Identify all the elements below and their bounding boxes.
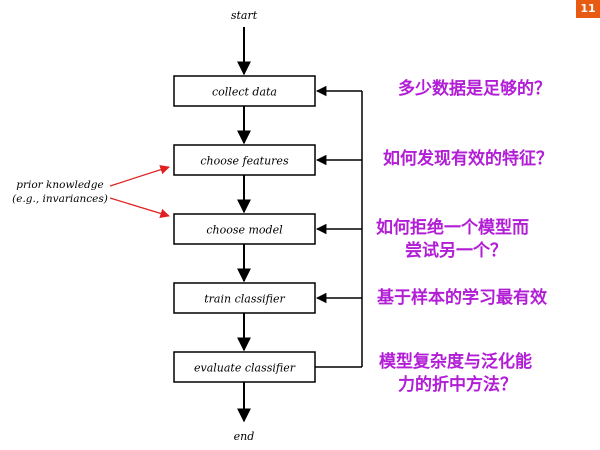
question-features: 如何发现有效的特征？ — [383, 148, 553, 169]
prior-knowledge-label: prior knowledge — [16, 179, 103, 191]
step-choose-features: choose features — [173, 144, 316, 176]
step-label: collect data — [212, 86, 277, 99]
step-collect-data: collect data — [173, 75, 316, 107]
question-tradeoff-line2: 力的折中方法？ — [398, 374, 517, 395]
prior-arrow-model — [109, 197, 170, 219]
question-data-amount: 多少数据是足够的？ — [398, 78, 551, 99]
question-model-line2: 尝试另一个？ — [405, 240, 507, 261]
feedback-loop — [315, 85, 363, 368]
step-choose-model: choose model — [173, 213, 316, 245]
question-learning: 基于样本的学习最有效 — [376, 287, 547, 308]
question-tradeoff-line1: 模型复杂度与泛化能 — [379, 351, 532, 372]
step-label: choose features — [200, 155, 289, 168]
step-label: evaluate classifier — [194, 362, 296, 375]
end-label: end — [234, 430, 255, 443]
start-label: start — [231, 9, 258, 22]
step-label: choose model — [206, 224, 283, 237]
step-label: train classifier — [204, 293, 285, 306]
prior-knowledge-example: (e.g., invariances) — [12, 193, 108, 205]
page-number-badge: 11 — [576, 0, 600, 18]
step-train-classifier: train classifier — [173, 282, 316, 314]
step-evaluate-classifier: evaluate classifier — [173, 351, 316, 383]
prior-arrow-features — [109, 165, 170, 187]
question-model-line1: 如何拒绝一个模型而 — [376, 217, 529, 238]
